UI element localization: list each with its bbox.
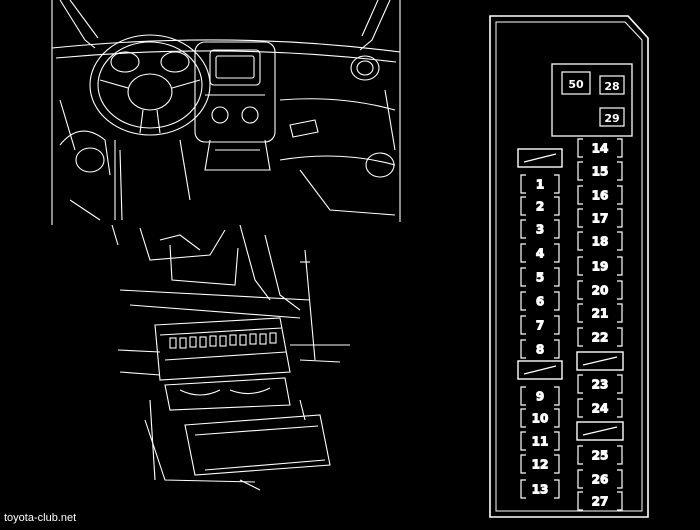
- fuse-slot: 12: [520, 454, 560, 474]
- fuse-number: 22: [592, 331, 609, 345]
- fuse-number: 9: [536, 390, 544, 404]
- fuse-slot: 7: [520, 315, 560, 335]
- fuse-slot: 24: [577, 398, 623, 418]
- fuse-slot: 15: [577, 161, 623, 181]
- fuse-number: 7: [536, 319, 544, 333]
- fuse-number: 6: [536, 295, 544, 309]
- fuse-number: 2: [536, 200, 544, 214]
- fuse-number: 15: [592, 165, 609, 179]
- fuse-number: 23: [592, 378, 609, 392]
- fuse-slot: 13: [520, 479, 560, 499]
- watermark: toyota-club.net: [4, 512, 77, 524]
- fuse-number: 16: [592, 189, 609, 203]
- fuse-slot: 2: [520, 196, 560, 216]
- fuse-number: 17: [592, 212, 609, 226]
- fuse-number: 18: [592, 235, 609, 249]
- fuse-slot: 9: [520, 386, 560, 406]
- fuse-slot: 21: [577, 303, 623, 323]
- fuse-number: 11: [532, 435, 549, 449]
- fuse-number: 13: [532, 483, 549, 497]
- fuse-number: 21: [592, 307, 609, 321]
- fuse-location-illustration: [111, 224, 350, 491]
- dashboard-illustration: [51, 0, 401, 225]
- fuse-number: 26: [592, 473, 609, 487]
- fuse-column-right: 14 15 16 17 18 19 20 21 22 23 24 25 26 27: [576, 138, 624, 511]
- fuse-slot: 1: [520, 174, 560, 194]
- fuse-number: 3: [536, 223, 544, 237]
- fuse-slot: 19: [577, 256, 623, 276]
- fuse-slot: 23: [577, 374, 623, 394]
- fuse-slot: 20: [577, 280, 623, 300]
- fuse-slot: 10: [520, 408, 560, 428]
- fuse-row: [169, 332, 277, 349]
- fuse-slot: 25: [577, 445, 623, 465]
- fuse-slot: 6: [520, 291, 560, 311]
- fuse-slot: 3: [520, 219, 560, 239]
- fuse-number: 1: [536, 178, 544, 192]
- fuse-slot: 5: [520, 267, 560, 287]
- fuse-number: 14: [592, 142, 609, 156]
- spare-fuse-slot: [517, 148, 563, 168]
- fuse-slot: 16: [577, 185, 623, 205]
- fuse-slot: 27: [577, 491, 623, 511]
- fuse-number: 19: [592, 260, 609, 274]
- fuse-number: 12: [532, 458, 549, 472]
- fuse-number: 25: [592, 449, 609, 463]
- fuse-slot: 18: [577, 231, 623, 251]
- fuse-slot: 14: [577, 138, 623, 158]
- fuse-slot: 11: [520, 431, 560, 451]
- fuse-number: 20: [592, 284, 609, 298]
- fuse-number: 8: [536, 343, 544, 357]
- fuse-slot: 8: [520, 339, 560, 359]
- relay-label: 28: [604, 80, 619, 93]
- spare-fuse-slot: [576, 351, 624, 371]
- relay-label: 50: [568, 78, 584, 91]
- fuse-number: 5: [536, 271, 544, 285]
- fuse-slot: 22: [577, 327, 623, 347]
- relay-label: 29: [604, 112, 619, 125]
- fuse-number: 24: [592, 402, 609, 416]
- relay-block: 50 28 29: [551, 63, 633, 137]
- fuse-number: 27: [592, 495, 609, 509]
- fuse-slot: 4: [520, 243, 560, 263]
- fuse-number: 4: [536, 247, 544, 261]
- fuse-slot: 26: [577, 469, 623, 489]
- fuse-number: 10: [532, 412, 549, 426]
- spare-fuse-slot: [517, 360, 563, 380]
- spare-fuse-slot: [576, 421, 624, 441]
- fuse-slot: 17: [577, 208, 623, 228]
